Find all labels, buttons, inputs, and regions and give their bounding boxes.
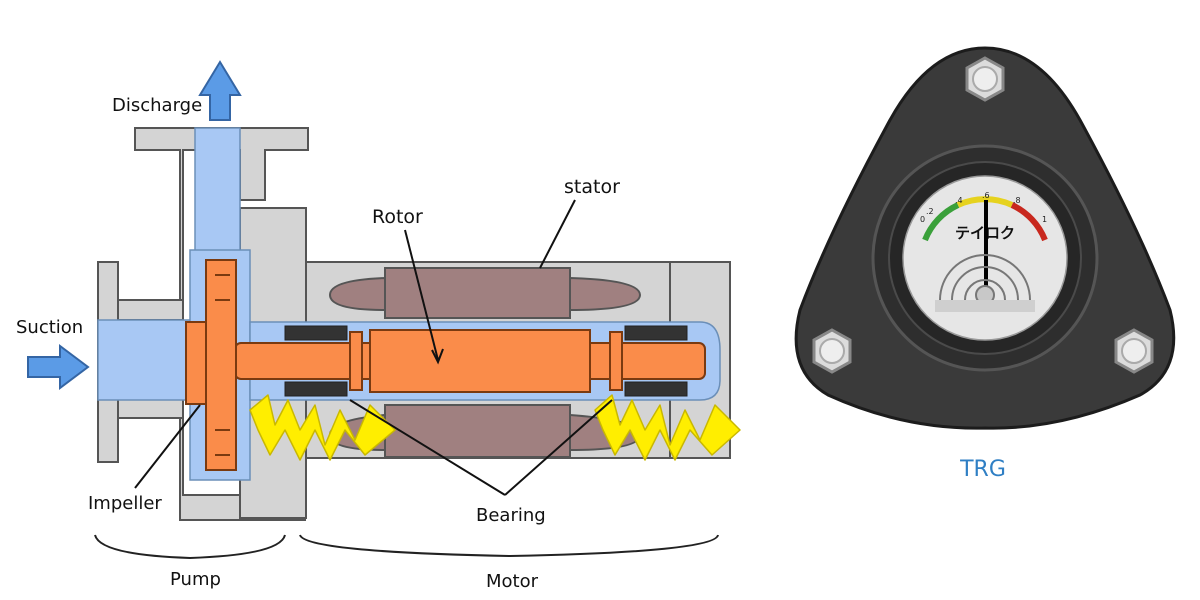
tick-4: .4 <box>955 196 963 205</box>
motor-label: Motor <box>486 571 539 592</box>
gauge-red-band <box>1010 202 1048 242</box>
stator-label: stator <box>564 176 620 198</box>
pump-label: Pump <box>170 569 221 590</box>
bearings <box>284 325 688 397</box>
impeller-label: Impeller <box>88 493 162 514</box>
rotor-label: Rotor <box>372 206 423 228</box>
discharge-label: Discharge <box>112 95 202 116</box>
gauge-green-band <box>922 202 960 242</box>
gauge-mechanism <box>939 254 1031 301</box>
tick-6: .6 <box>982 191 990 200</box>
bracket-lines <box>94 534 719 560</box>
tick-2: .2 <box>926 207 934 216</box>
arrow-icon <box>27 60 242 390</box>
spark-icon <box>249 394 741 461</box>
tick-0: 0 <box>920 215 925 224</box>
tick-8: .8 <box>1013 196 1021 205</box>
suction-label: Suction <box>16 317 83 338</box>
gauge-yellow-band <box>956 196 1014 208</box>
trg-caption: TRG <box>959 457 1006 482</box>
bearing-label: Bearing <box>476 505 546 526</box>
leader-lines <box>134 199 613 496</box>
rotor-assembly <box>185 259 706 471</box>
trg-device: 0 .2 .4 .6 .8 1 テイロク <box>794 46 1176 430</box>
bolt-icon <box>812 56 1154 374</box>
tick-10: 1 <box>1042 215 1047 224</box>
